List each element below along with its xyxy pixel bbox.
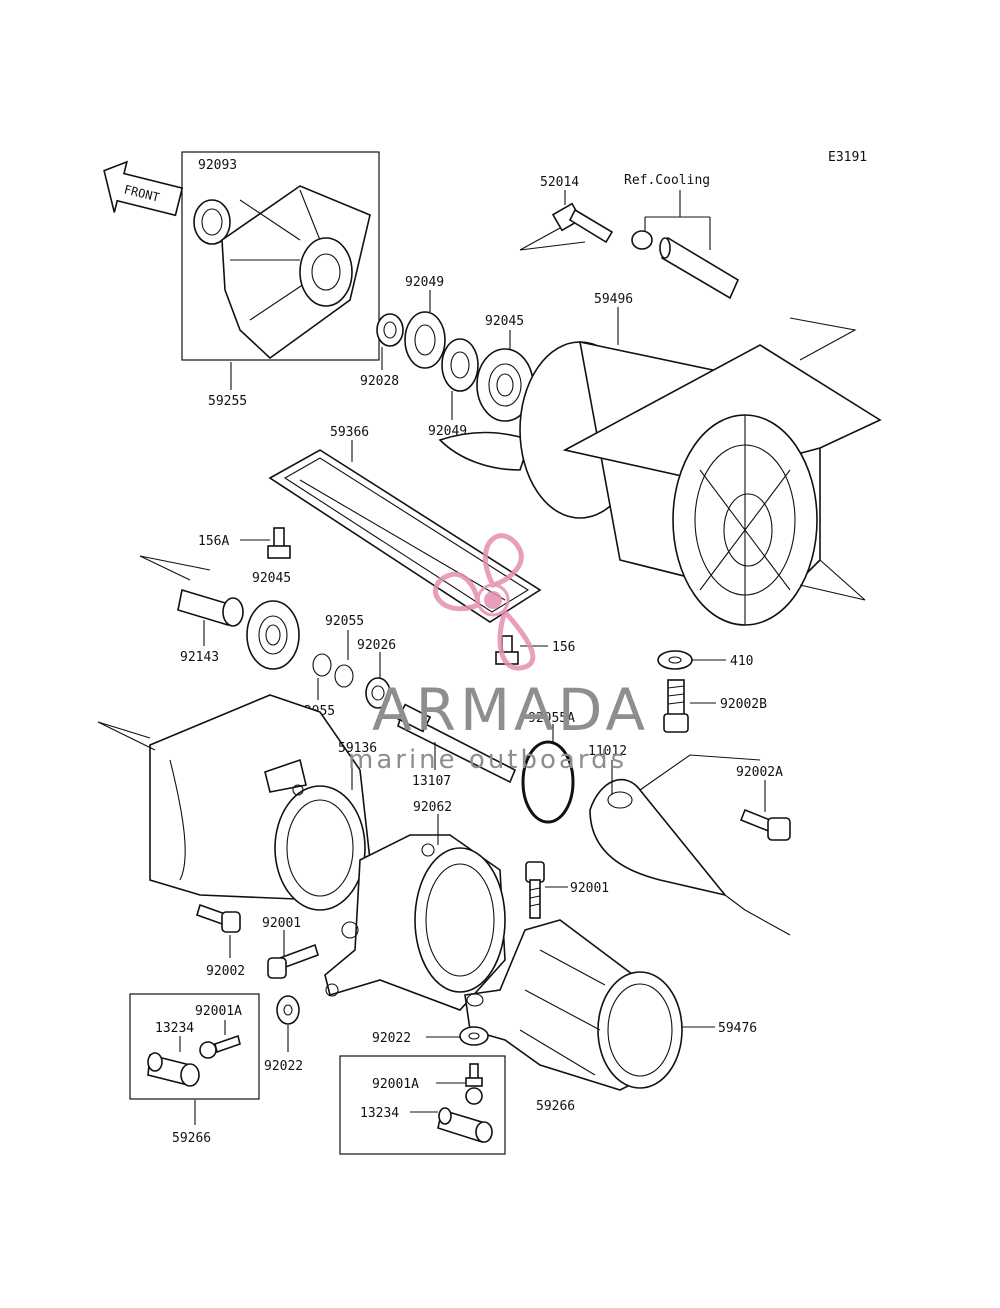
o-ring-92055-part xyxy=(312,653,332,677)
plate-59366-part xyxy=(268,449,542,623)
part-156-label: 156 xyxy=(552,640,575,655)
sleeve-92143-part xyxy=(139,555,244,627)
diagram-code: E3191 xyxy=(828,150,867,165)
armada-logo-icon xyxy=(433,533,536,671)
part-92143-label: 92143 xyxy=(180,650,219,665)
part-156A-label: 156A xyxy=(198,534,229,549)
part-13234-b-label: 13234 xyxy=(360,1106,399,1121)
part-92026-label: 92026 xyxy=(357,638,396,653)
part-59366-label: 59366 xyxy=(330,425,369,440)
part-59266b-label: 59266 xyxy=(536,1099,575,1114)
ref-cooling-leader xyxy=(644,190,711,250)
part-13107-label: 13107 xyxy=(412,774,451,789)
bolt-92002-part xyxy=(196,903,241,933)
part-92001A-a-label: 92001A xyxy=(195,1004,242,1019)
nozzle-housing-59136-part xyxy=(97,694,371,911)
seal-92049-lower-part xyxy=(441,338,479,392)
part-59496-label: 59496 xyxy=(594,292,633,307)
collar-92026-part xyxy=(365,677,391,709)
part-52014-label: 52014 xyxy=(540,175,579,190)
shaft-13107-part xyxy=(396,703,517,784)
part-92001b-label: 92001 xyxy=(570,881,609,896)
part-59476-label: 59476 xyxy=(718,1021,757,1036)
bolt-92002B-part xyxy=(663,679,689,733)
part-92055a-label: 92055 xyxy=(325,614,364,629)
steering-nozzle-92062-part xyxy=(324,834,506,1011)
part-59266a-label: 59266 xyxy=(172,1131,211,1146)
part-92022b-label: 92022 xyxy=(372,1031,411,1046)
part-410-label: 410 xyxy=(730,654,753,669)
part-92045b-label: 92045 xyxy=(252,571,291,586)
front-arrow-icon: FRONT xyxy=(103,160,184,217)
part-92001A-b-label: 92001A xyxy=(372,1077,419,1092)
part-92002B-label: 92002B xyxy=(720,697,767,712)
impeller-group-box xyxy=(181,151,380,361)
part-92049a-label: 92049 xyxy=(405,275,444,290)
ball-joint-group-box-left xyxy=(129,993,260,1100)
part-92028-label: 92028 xyxy=(360,374,399,389)
reverse-bucket-59476-part xyxy=(464,919,683,1091)
cone-11012-part xyxy=(589,754,791,936)
bolt-156A-part xyxy=(267,527,291,559)
ref-cooling-label: Ref.Cooling xyxy=(624,173,710,188)
o-ring-92055-part xyxy=(334,664,354,688)
ball-joint-left-part xyxy=(147,1034,241,1087)
bolt-92002A-part xyxy=(739,808,791,841)
part-92055A-label: 92055A xyxy=(528,711,575,726)
part-59136-label: 59136 xyxy=(338,741,377,756)
part-92093-label: 92093 xyxy=(198,158,237,173)
washer-92022-left-part xyxy=(276,995,300,1025)
part-13234-a-label: 13234 xyxy=(155,1021,194,1036)
o-ring-92055A-part xyxy=(521,740,575,824)
part-92045a-label: 92045 xyxy=(485,314,524,329)
part-92062-label: 92062 xyxy=(413,800,452,815)
watermark-title: ARMADA xyxy=(372,676,649,744)
bolt-92001-left-part xyxy=(267,943,319,979)
washer-410-part xyxy=(657,650,693,670)
washer-92022-right-part xyxy=(459,1026,489,1046)
part-92002-label: 92002 xyxy=(206,964,245,979)
bearing-92045-upper-part xyxy=(476,348,534,422)
part-92001a-label: 92001 xyxy=(262,916,301,931)
seal-92049-upper-part xyxy=(404,311,446,369)
part-92002A-label: 92002A xyxy=(736,765,783,780)
ball-joint-group-box-right xyxy=(339,1055,506,1155)
ball-joint-right-part xyxy=(437,1063,493,1144)
bolt-92001-right-part xyxy=(525,861,545,919)
watermark-subtitle: marine outboards xyxy=(348,745,627,775)
collar-92028-part xyxy=(376,313,404,347)
part-92022a-label: 92022 xyxy=(264,1059,303,1074)
part-11012-label: 11012 xyxy=(588,744,627,759)
fitting-52014-part xyxy=(519,202,614,251)
bearing-92045-lower-part xyxy=(246,600,300,670)
cooling-hose-part xyxy=(631,230,740,300)
impeller-part xyxy=(193,185,371,360)
part-59255-label: 59255 xyxy=(208,394,247,409)
pump-housing-59496-part xyxy=(438,317,882,626)
